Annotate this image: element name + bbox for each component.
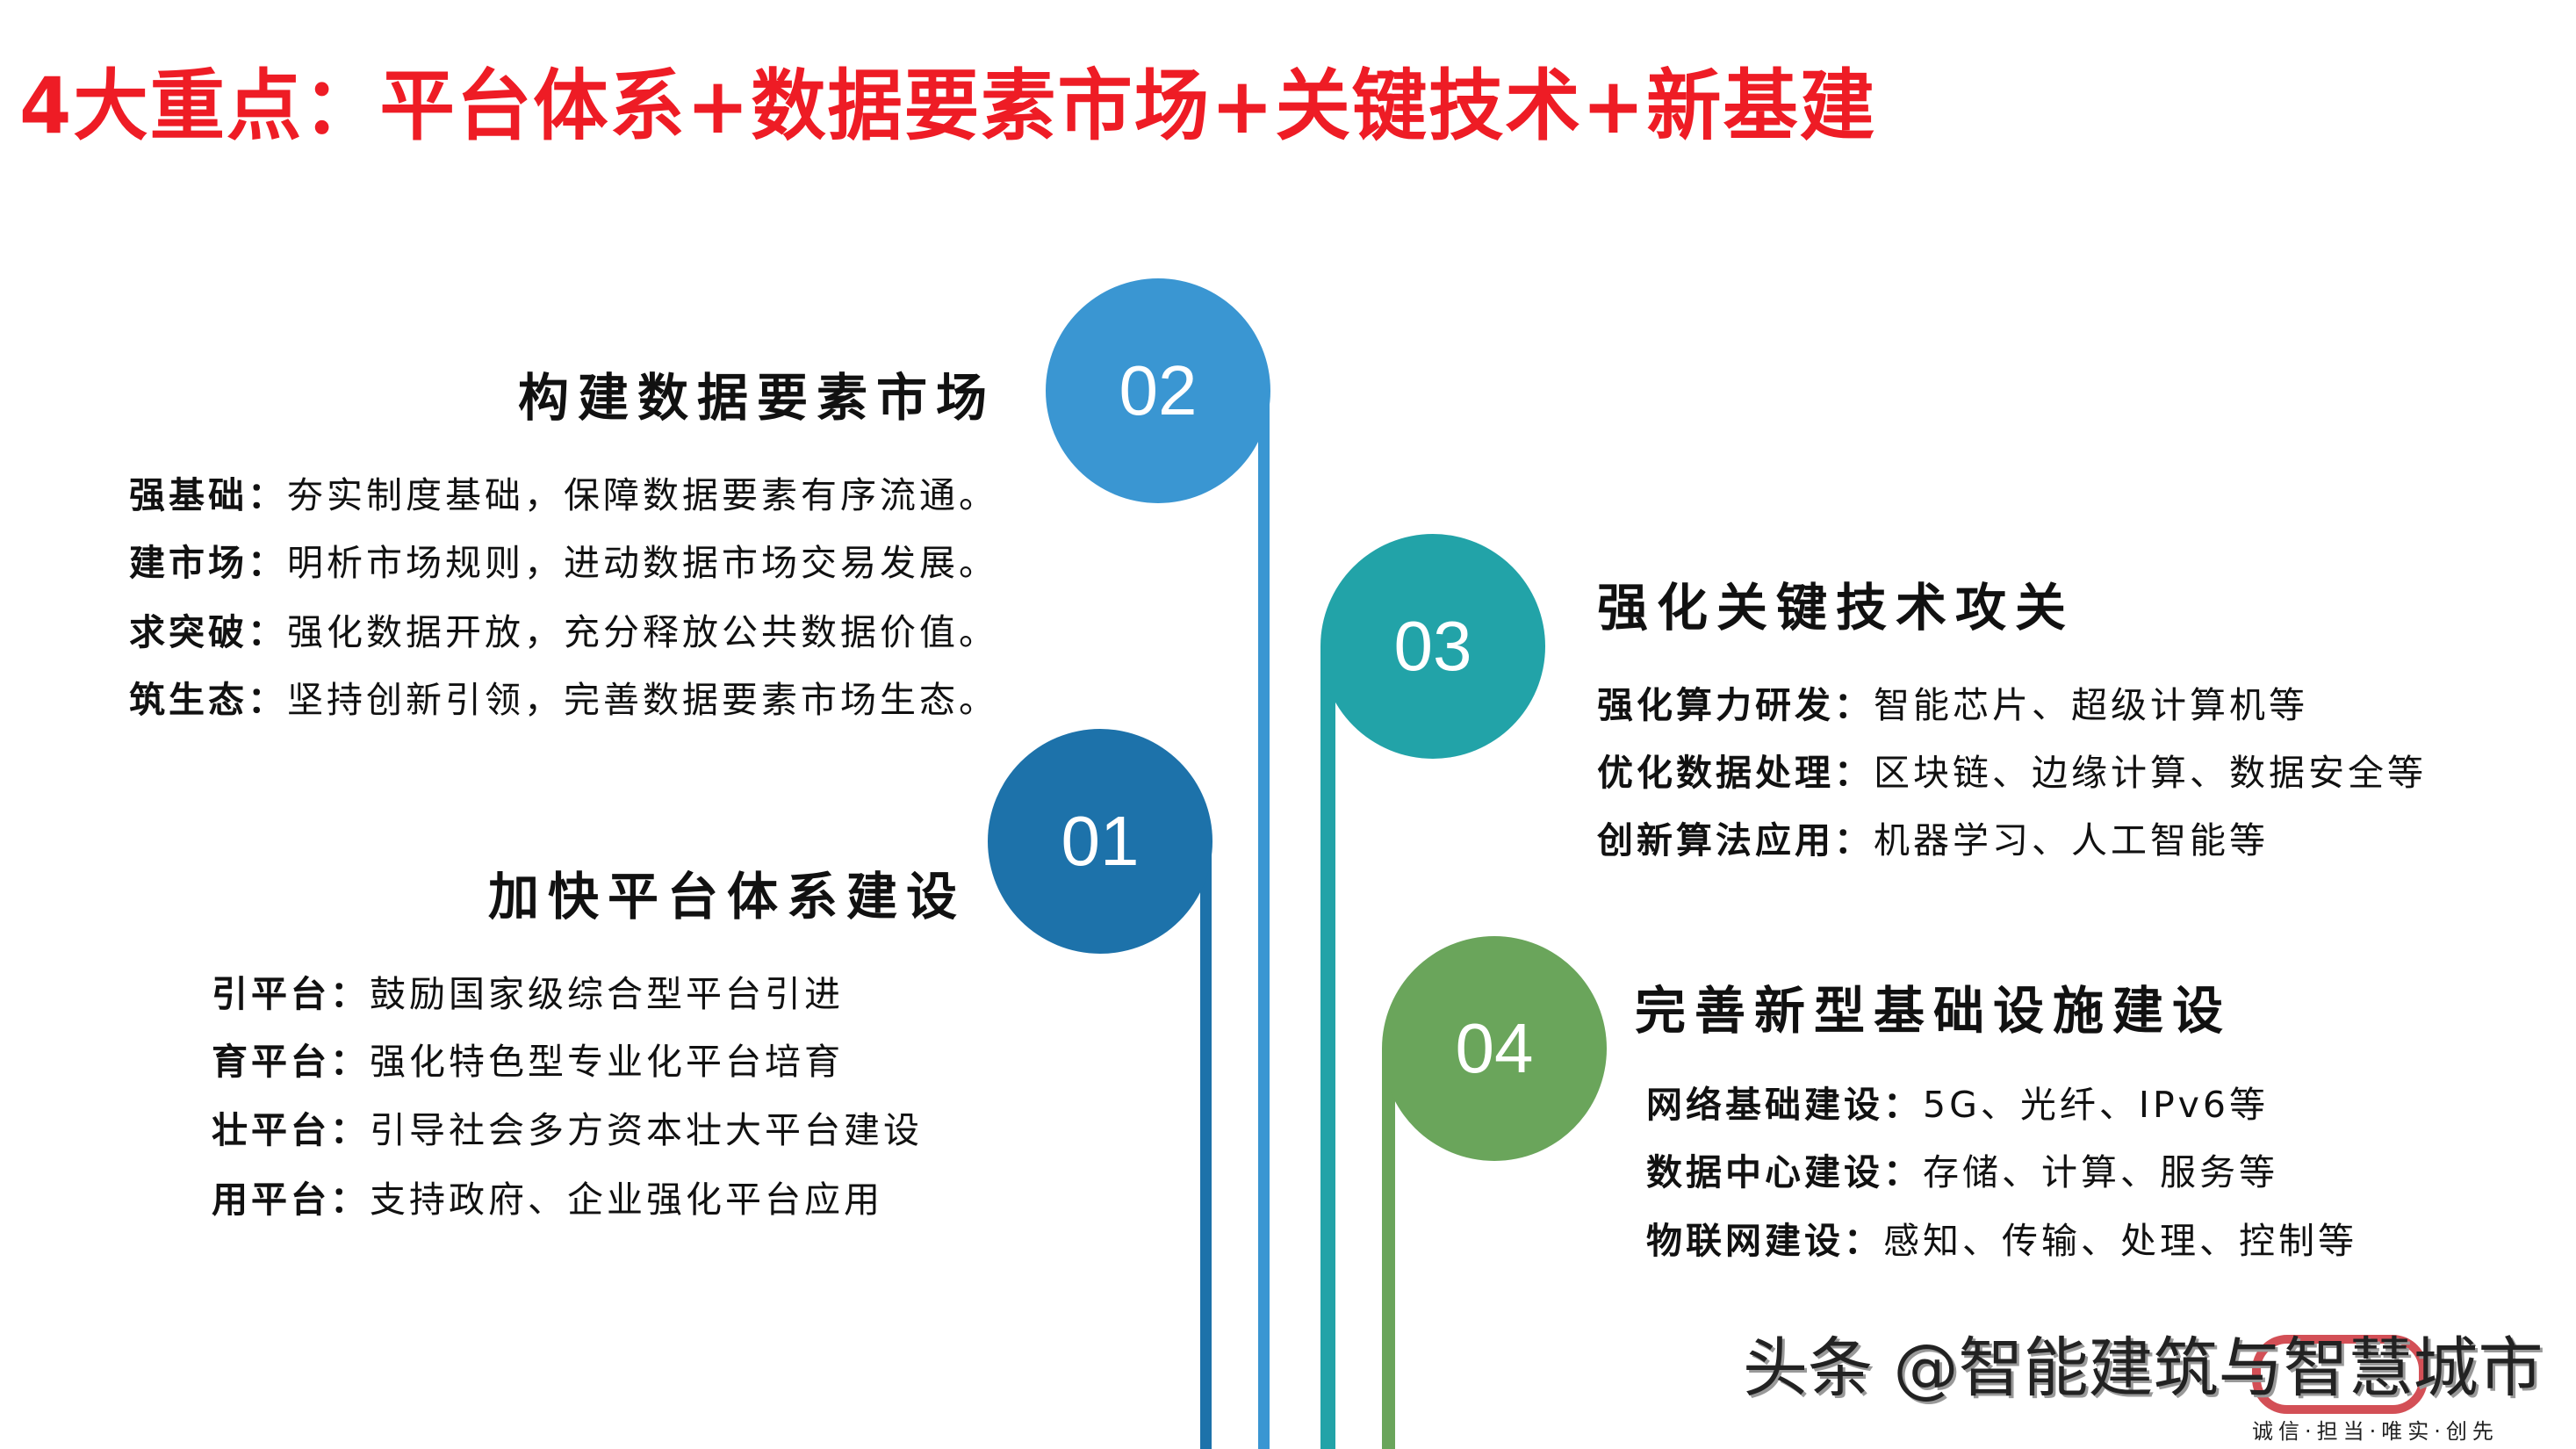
section-04-item: 数据中心建设：存储、计算、服务等: [1646, 1151, 2278, 1193]
section-03-heading: 强化关键技术攻关: [1597, 578, 2076, 638]
section-04-item: 网络基础建设：5G、光纤、IPv6等: [1646, 1084, 2270, 1126]
stem-line-02: [1258, 391, 1270, 1449]
watermark-slogan: 诚信·担当·唯实·创先: [2252, 1419, 2499, 1444]
section-02-item: 筑生态：坚持创新引领，完善数据要素市场生态。: [129, 679, 998, 721]
section-01-item: 育平台：强化特色型专业化平台培育: [212, 1041, 844, 1083]
section-02-item: 强基础：夯实制度基础，保障数据要素有序流通。: [129, 474, 998, 516]
section-04-heading: 完善新型基础设施建设: [1635, 981, 2233, 1041]
section-01-item: 用平台：支持政府、企业强化平台应用: [212, 1179, 883, 1221]
badge-01: 01: [988, 729, 1212, 954]
section-04-item: 物联网建设：感知、传输、处理、控制等: [1646, 1220, 2357, 1262]
section-03-item: 创新算法应用：机器学习、人工智能等: [1597, 819, 2269, 861]
watermark-text: 头条 @智能建筑与智慧城市: [1743, 1330, 2544, 1406]
section-01-item: 壮平台：引导社会多方资本壮大平台建设: [212, 1109, 923, 1151]
page-title: 4大重点：平台体系+数据要素市场+关键技术+新基建: [19, 61, 1877, 151]
badge-02: 02: [1046, 278, 1270, 503]
section-03-item: 优化数据处理：区块链、边缘计算、数据安全等: [1597, 752, 2427, 794]
section-01-item: 引平台：鼓励国家级综合型平台引进: [212, 973, 844, 1015]
stem-line-04: [1382, 1049, 1395, 1449]
stem-line-01: [1200, 841, 1212, 1449]
section-02-heading: 构建数据要素市场: [517, 368, 996, 428]
badge-03: 03: [1320, 534, 1545, 759]
section-02-item: 建市场：明析市场规则，进动数据市场交易发展。: [129, 542, 998, 584]
watermark-logo-icon: [2252, 1335, 2428, 1414]
stem-line-03: [1320, 646, 1335, 1449]
section-02-item: 求突破：强化数据开放，充分释放公共数据价值。: [129, 611, 998, 653]
section-01-heading: 加快平台体系建设: [487, 867, 966, 926]
section-03-item: 强化算力研发：智能芯片、超级计算机等: [1597, 684, 2308, 726]
badge-04: 04: [1382, 936, 1607, 1161]
